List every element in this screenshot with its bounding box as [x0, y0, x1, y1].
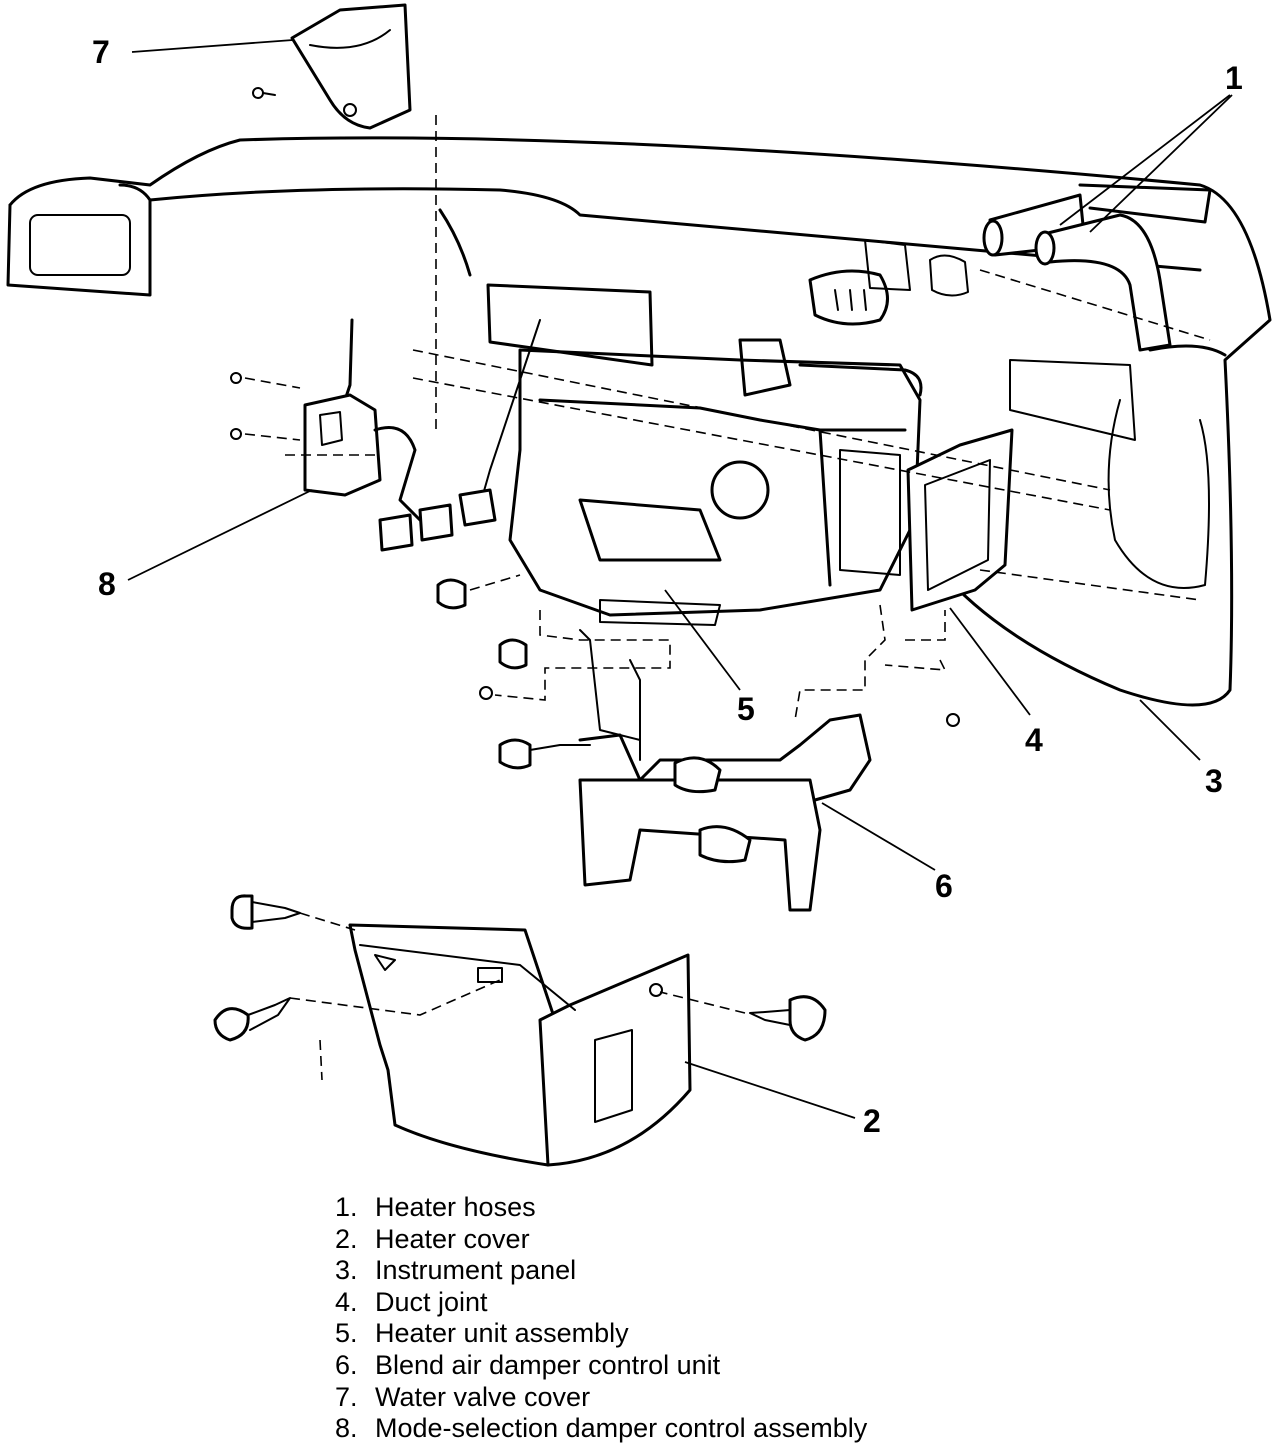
heater-unit-assembly: [436, 239, 969, 670]
legend-number: 4.: [335, 1286, 358, 1317]
legend-number: 1.: [335, 1192, 358, 1222]
legend-text: Duct joint: [375, 1286, 488, 1317]
assembly-guide-lines: [244, 115, 1211, 1081]
parts-legend: 1. Heater hoses 2. Heater cover 3. Instrume…: [335, 1192, 867, 1445]
legend-item: 4. Duct joint: [335, 1287, 867, 1319]
screws: [213, 894, 827, 1042]
legend-item: 3. Instrument panel: [335, 1255, 867, 1287]
legend-number: 8.: [335, 1413, 358, 1444]
duct-joint: [906, 428, 1014, 612]
callout-1: 1: [1225, 60, 1243, 96]
legend-text: Mode-selection damper control assembly: [375, 1413, 868, 1444]
leader-lines: [127, 39, 1233, 1119]
callout-4: 4: [1025, 722, 1043, 758]
blend-air-damper-control-unit: [479, 629, 960, 912]
callout-2: 2: [863, 1103, 881, 1139]
legend-text: Heater cover: [375, 1223, 530, 1254]
heater-hoses: [982, 183, 1212, 352]
legend-number: 3.: [335, 1255, 358, 1286]
legend-item: 6. Blend air damper control unit: [335, 1350, 867, 1382]
legend-text: Heater hoses: [375, 1192, 536, 1222]
callout-6: 6: [935, 868, 953, 904]
legend-number: 5.: [335, 1318, 358, 1349]
legend-text: Heater unit assembly: [375, 1318, 629, 1349]
legend-item: 1. Heater hoses: [335, 1192, 867, 1224]
legend-number: 2.: [335, 1223, 358, 1254]
mode-selection-damper-control-assembly: [230, 318, 454, 552]
callout-8: 8: [98, 566, 116, 602]
callout-7: 7: [92, 34, 110, 70]
water-valve-cover: [252, 3, 412, 130]
legend-item: 2. Heater cover: [335, 1224, 867, 1256]
legend-item: 7. Water valve cover: [335, 1382, 867, 1414]
legend-number: 7.: [335, 1381, 358, 1412]
heater-cover: [348, 923, 692, 1167]
instrument-panel: [6, 136, 1272, 707]
legend-text: Water valve cover: [375, 1381, 591, 1412]
legend-item: 5. Heater unit assembly: [335, 1318, 867, 1350]
legend-item: 8. Mode-selection damper control assembly: [335, 1413, 867, 1445]
callout-3: 3: [1205, 763, 1223, 799]
legend-number: 6.: [335, 1349, 358, 1380]
callout-5: 5: [737, 691, 755, 727]
legend-text: Blend air damper control unit: [375, 1349, 721, 1380]
legend-text: Instrument panel: [375, 1255, 577, 1286]
